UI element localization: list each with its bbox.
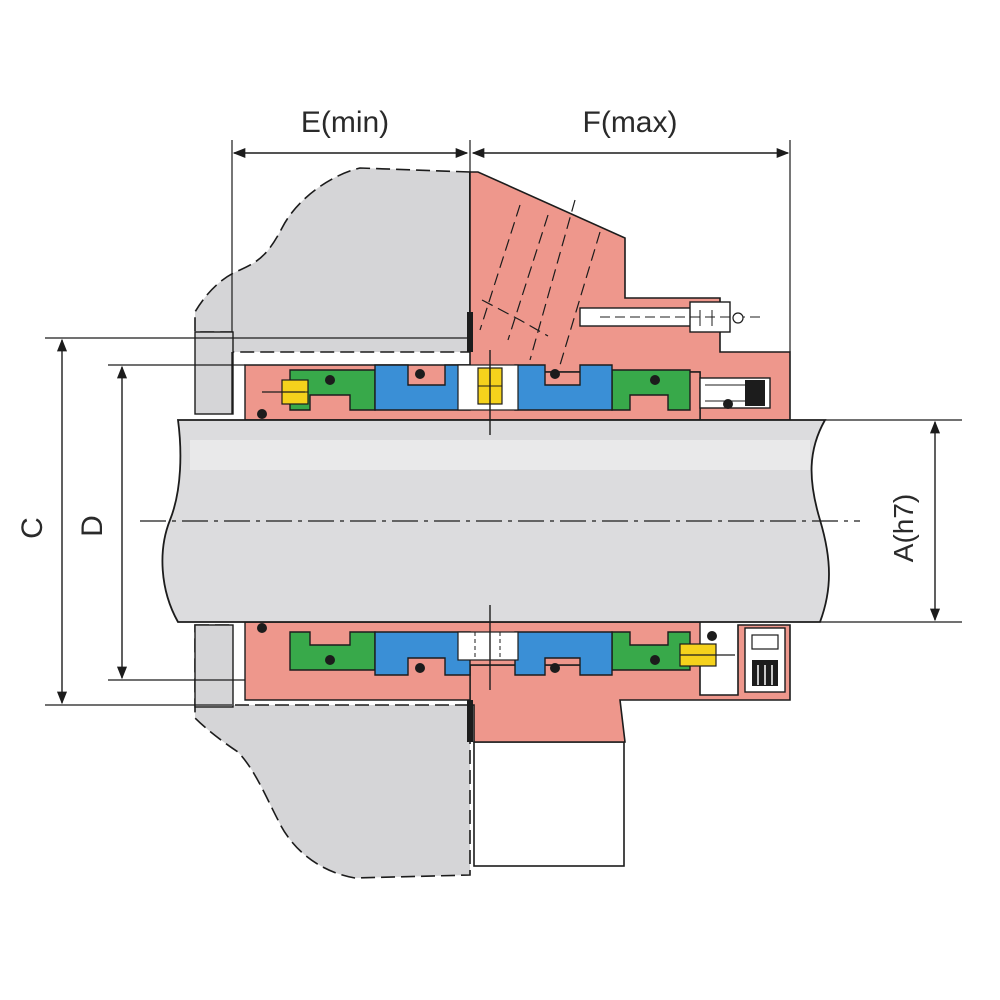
gasket-upper (467, 312, 473, 352)
rotating-face-lower-right (514, 631, 613, 676)
housing-lower-step (194, 624, 234, 708)
o-ring (415, 663, 425, 673)
gland-passage-dashes (479, 199, 601, 366)
stationary-seat-upper-right (611, 369, 691, 411)
o-ring (325, 375, 335, 385)
dim-f-label: F(max) (583, 106, 678, 139)
dim-a-label: A(h7) (888, 494, 919, 562)
housing-lower (194, 624, 471, 879)
o-rings-lower (257, 623, 717, 673)
dim-c-label: C (16, 517, 49, 539)
drive-pin-lower-right (679, 643, 735, 667)
housing-upper-step (194, 331, 234, 415)
drive-pin-upper-left (262, 379, 309, 405)
o-ring (707, 631, 717, 641)
set-screw-lower-right (744, 627, 786, 693)
o-ring (257, 409, 267, 419)
o-ring (550, 369, 560, 379)
drive-collar-lower (457, 631, 519, 661)
gland-plate-lower (469, 624, 791, 743)
o-ring (550, 663, 560, 673)
shaft-highlight (190, 440, 810, 470)
housing-upper (194, 167, 471, 353)
dim-e-label: E(min) (301, 106, 389, 139)
rotating-face-upper-left (374, 364, 471, 411)
housing-lower-bore (473, 741, 625, 867)
o-ring (723, 399, 733, 409)
o-ring (415, 369, 425, 379)
gland-bolt (579, 301, 760, 333)
set-screw-upper-right (699, 377, 771, 409)
o-ring (257, 623, 267, 633)
rotating-face-upper-right (514, 364, 613, 411)
stationary-seat-lower-right (611, 631, 691, 671)
o-ring (650, 375, 660, 385)
dim-d-label: D (76, 515, 109, 537)
o-rings-upper (257, 369, 733, 419)
gasket-lower (467, 700, 473, 742)
stationary-seat-lower-left (289, 631, 376, 671)
o-ring (325, 655, 335, 665)
o-ring (650, 655, 660, 665)
